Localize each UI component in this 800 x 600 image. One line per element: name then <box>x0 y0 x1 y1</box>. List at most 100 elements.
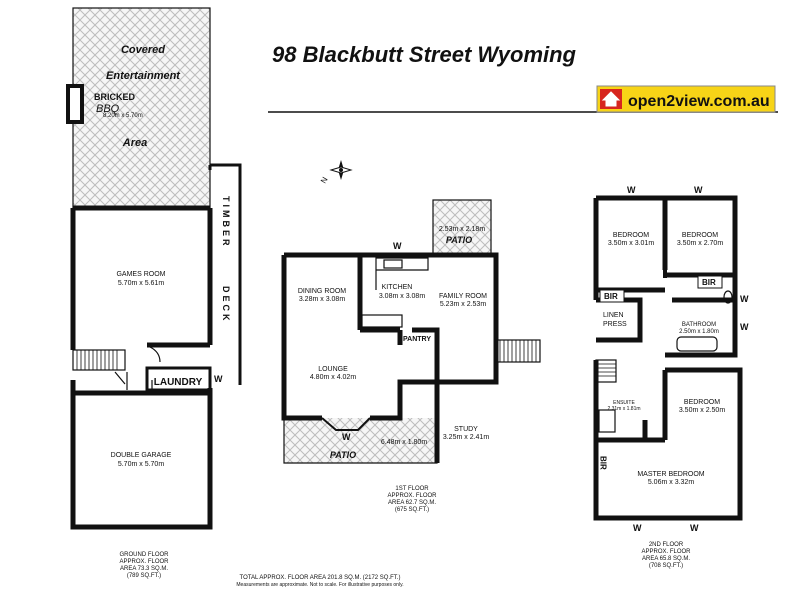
patio-top-window: W <box>393 241 402 251</box>
dining-name: DINING ROOM <box>298 288 346 295</box>
disclaimer: Measurements are approximate. Not to sca… <box>236 582 403 588</box>
ff-caption-3: AREA 62.7 SQ.M. <box>388 500 436 506</box>
kitchen-dims: 3.08m x 3.08m <box>379 293 425 300</box>
bed3-dims: 3.50m x 2.50m <box>679 407 725 414</box>
garage-dims: 5.70m x 5.70m <box>118 461 164 468</box>
master-window-2: W <box>690 523 699 533</box>
bath-tub <box>676 336 718 352</box>
bed3-name: BEDROOM <box>684 399 720 406</box>
games-room-dims: 5.70m x 5.61m <box>118 280 164 287</box>
island-bench <box>361 314 403 328</box>
second-floor-stairs <box>595 359 617 383</box>
games-room-walls <box>70 205 213 396</box>
patio-top-name: PATIO <box>446 235 472 245</box>
page-title: 98 Blackbutt Street Wyoming <box>272 42 577 67</box>
lounge-window: W <box>342 432 351 442</box>
bir-left-box <box>599 289 625 303</box>
patio-bottom-hatch <box>284 418 437 463</box>
bathroom-dims: 2.50m x 1.80m <box>679 329 719 335</box>
logo-badge <box>596 85 776 113</box>
first-floor-stairs <box>495 339 541 363</box>
bed1-window: W <box>627 185 636 195</box>
study-name: STUDY <box>454 426 478 433</box>
deck-walls <box>208 163 242 385</box>
sf-caption-1: 2ND FLOOR <box>649 542 684 548</box>
lounge-dims: 4.80m x 4.02m <box>310 374 356 381</box>
bir-master-label: BIR <box>599 456 608 470</box>
ff-caption-2: APPROX. FLOOR <box>387 493 437 499</box>
pantry-label: PANTRY <box>403 336 431 343</box>
family-name: FAMILY ROOM <box>439 293 487 300</box>
linen-label-2: PRESS <box>603 321 627 328</box>
ensuite-shower <box>598 409 616 433</box>
sf-caption-3: AREA 65.8 SQ.M. <box>642 556 690 562</box>
bbq-outline <box>66 84 84 124</box>
covered-label-2: Entertainment <box>106 70 181 82</box>
kitchen-name: KITCHEN <box>382 284 413 291</box>
bbq-label-1: BRICKED <box>94 92 136 102</box>
bir-right-box <box>697 275 723 289</box>
ground-floor: Covered Entertainment BRICKED BBQ 8.20m … <box>66 7 242 579</box>
deck-word-2: DECK <box>221 286 231 324</box>
logo-text: open2view.com.au <box>628 93 770 110</box>
master-dims: 5.06m x 3.32m <box>648 479 694 486</box>
bbq-label-2: BBQ <box>96 103 120 115</box>
laundry-walls <box>145 366 212 392</box>
ff-caption-1: 1ST FLOOR <box>395 486 429 492</box>
gf-caption-1: GROUND FLOOR <box>119 552 169 558</box>
bed2-name: BEDROOM <box>682 232 718 239</box>
linen-label-1: LINEN <box>603 312 624 319</box>
ff-caption-4: (675 SQ.FT.) <box>395 507 429 513</box>
laundry-label: LAUNDRY <box>154 377 203 388</box>
garage-name: DOUBLE GARAGE <box>111 452 172 459</box>
covered-dims: 8.20m x 5.70m <box>103 113 143 119</box>
logo: open2view.com.au <box>596 85 776 113</box>
sink-icon <box>383 259 403 269</box>
ground-stairs <box>72 349 128 390</box>
gf-caption-4: (789 SQ.FT.) <box>127 573 161 579</box>
svg-text:N: N <box>319 175 330 185</box>
covered-label-1: Covered <box>121 44 165 56</box>
covered-area-hatch <box>73 8 210 208</box>
patio-bottom-dims: 6.48m x 1.80m <box>381 439 427 446</box>
bed1-name: BEDROOM <box>613 232 649 239</box>
first-floor: 2.53m x 2.18m PATIO W W DINING ROOM 3.28… <box>281 199 541 513</box>
sf-caption-4: (708 SQ.FT.) <box>649 563 683 569</box>
bath-window-2: W <box>740 322 749 332</box>
second-floor: W W W W W W BEDROOM 3.50m x 3.01m BEDROO… <box>593 185 749 569</box>
house-roof-icon <box>601 91 621 107</box>
bathroom-name: BATHROOM <box>682 322 716 328</box>
bed2-dims: 3.50m x 2.70m <box>677 240 723 247</box>
patio-top-hatch <box>433 200 491 255</box>
family-dims: 5.23m x 2.53m <box>440 301 486 308</box>
bed2-window: W <box>694 185 703 195</box>
sf-caption-2: APPROX. FLOOR <box>641 549 691 555</box>
lounge-name: LOUNGE <box>318 366 348 373</box>
gf-caption-3: AREA 73.3 SQ.M. <box>120 566 168 572</box>
total-area: TOTAL APPROX. FLOOR AREA 201.8 SQ.M. (21… <box>240 575 401 581</box>
patio-bottom-name: PATIO <box>330 450 356 460</box>
dining-dims: 3.28m x 3.08m <box>299 296 345 303</box>
kitchen-bench <box>375 257 429 290</box>
first-floor-walls <box>281 252 499 463</box>
patio-top-dims: 2.53m x 2.18m <box>439 226 485 233</box>
master-name: MASTER BEDROOM <box>637 471 704 478</box>
study-dims: 3.25m x 2.41m <box>443 434 489 441</box>
bed1-dims: 3.50m x 3.01m <box>608 240 654 247</box>
toilet-icon <box>723 290 733 304</box>
bir-left-label: BIR <box>604 292 618 301</box>
garage-walls <box>70 393 213 530</box>
compass-icon: N <box>319 160 353 185</box>
bir-right-label: BIR <box>702 278 716 287</box>
laundry-window: W <box>214 374 223 384</box>
deck-word-1: TIMBER <box>221 196 231 249</box>
ensuite-name: ENSUITE <box>613 400 635 406</box>
bay-window <box>321 417 371 431</box>
games-room-name: GAMES ROOM <box>116 271 165 278</box>
master-window-1: W <box>633 523 642 533</box>
covered-label-3: Area <box>122 137 147 149</box>
gf-caption-2: APPROX. FLOOR <box>119 559 169 565</box>
ensuite-dims: 2.31m x 1.81m <box>607 406 640 412</box>
bath-window-1: W <box>740 294 749 304</box>
